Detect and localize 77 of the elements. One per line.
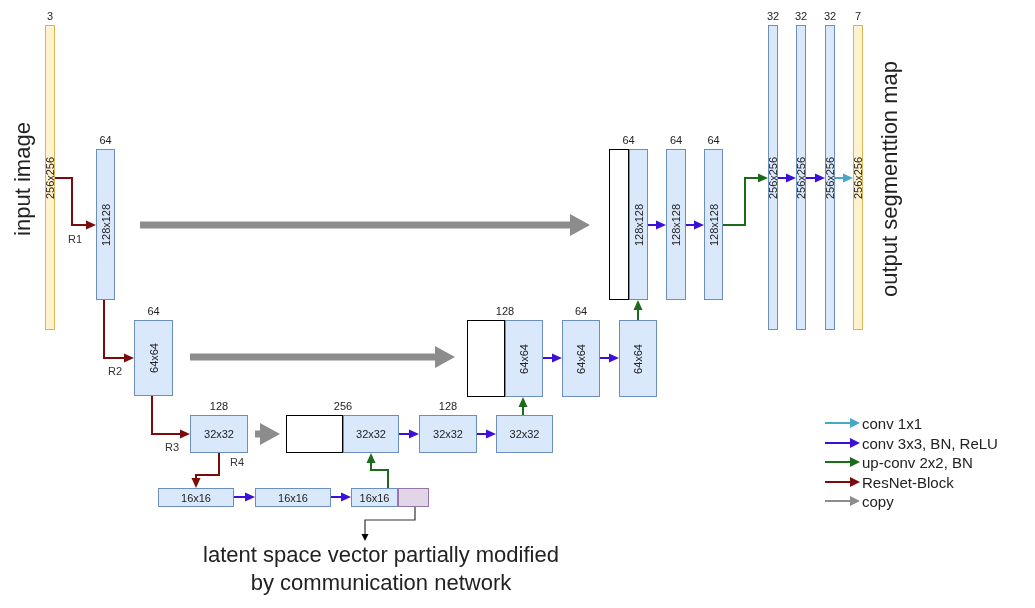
arrow — [366, 453, 389, 489]
arrow — [834, 173, 853, 183]
dimension-label: 256x256 — [852, 156, 864, 199]
dimension-label: 64x64 — [518, 343, 530, 374]
arrow — [599, 353, 619, 363]
arrow — [233, 492, 255, 502]
arrow — [685, 220, 704, 230]
dimension-label: 32x32 — [204, 428, 234, 440]
legend-label: copy — [862, 494, 894, 509]
arrow — [103, 299, 134, 363]
arrow — [633, 300, 643, 321]
channel-count: 32 — [823, 11, 837, 22]
legend-label: conv 1x1 — [862, 416, 923, 431]
arrow — [805, 173, 825, 183]
channel-count: 32 — [794, 11, 808, 22]
dimension-label: 32x32 — [433, 428, 463, 440]
arrow — [54, 177, 96, 230]
channel-count: 64 — [707, 135, 720, 146]
arrow — [191, 452, 220, 488]
arrow — [151, 395, 190, 439]
dimension-label: 64x64 — [148, 343, 159, 373]
dimension-label: 256x256 — [824, 156, 836, 199]
legend-label: up-conv 2x2, BN — [862, 455, 973, 470]
channel-count: 64 — [622, 135, 635, 146]
latent-segment-box — [398, 488, 429, 507]
channel-count: 128 — [209, 401, 229, 412]
side-title: input image — [12, 121, 34, 236]
arrow — [777, 173, 796, 183]
edge-label: R2 — [107, 366, 124, 377]
dimension-label: 64x64 — [575, 343, 587, 374]
feature-map-box — [619, 320, 657, 397]
dimension-label: 128x128 — [708, 203, 719, 246]
legend-label: conv 3x3, BN, ReLU — [862, 435, 998, 451]
channel-count: 64 — [99, 135, 112, 146]
feature-map-box — [351, 488, 398, 507]
channel-count: 3 — [46, 11, 54, 22]
feature-map-box — [496, 415, 553, 453]
arrow — [647, 220, 666, 230]
copy-arrow — [255, 423, 280, 445]
channel-count: 64 — [669, 135, 683, 146]
dimension-label: 128x128 — [670, 203, 682, 246]
legend-label: ResNet-Block — [862, 474, 954, 490]
dimension-label: 16x16 — [278, 492, 308, 503]
feature-map-box — [158, 488, 234, 507]
dimension-label: 128x128 — [633, 203, 644, 246]
concatenated-map-box — [286, 415, 343, 453]
edge-label: R3 — [164, 442, 181, 453]
arrow — [476, 429, 496, 439]
arrow — [722, 173, 768, 226]
channel-count: 128 — [495, 306, 515, 317]
dimension-label: 256x256 — [44, 156, 56, 199]
dimension-label: 16x16 — [181, 492, 211, 503]
edge-label: R1 — [67, 234, 84, 245]
channel-count: 7 — [854, 11, 862, 22]
channel-count: 256 — [333, 401, 353, 412]
arrow — [330, 492, 351, 502]
arrow — [542, 353, 562, 363]
dimension-label: 256x256 — [795, 156, 807, 199]
arrow — [361, 506, 416, 541]
edge-label: R4 — [229, 457, 246, 468]
side-title: output segmenttion map — [879, 60, 901, 297]
channel-count: 64 — [574, 306, 588, 317]
arrow — [518, 397, 528, 416]
dimension-label: 128x128 — [100, 203, 111, 246]
channel-count: 64 — [147, 306, 160, 317]
dimension-label: 256x256 — [767, 156, 779, 199]
dimension-label: 64x64 — [632, 343, 644, 374]
concatenated-map-box — [609, 149, 629, 300]
channel-count: 32 — [766, 11, 780, 22]
arrow — [398, 429, 419, 439]
dimension-label: 16x16 — [359, 492, 390, 503]
concatenated-map-box — [467, 320, 505, 397]
annotation-text: latent space vector partially modified by communication network — [200, 541, 562, 603]
dimension-label: 32x32 — [356, 428, 386, 440]
channel-count: 128 — [438, 401, 458, 412]
dimension-label: 32x32 — [509, 428, 540, 440]
feature-map-box — [255, 488, 331, 507]
